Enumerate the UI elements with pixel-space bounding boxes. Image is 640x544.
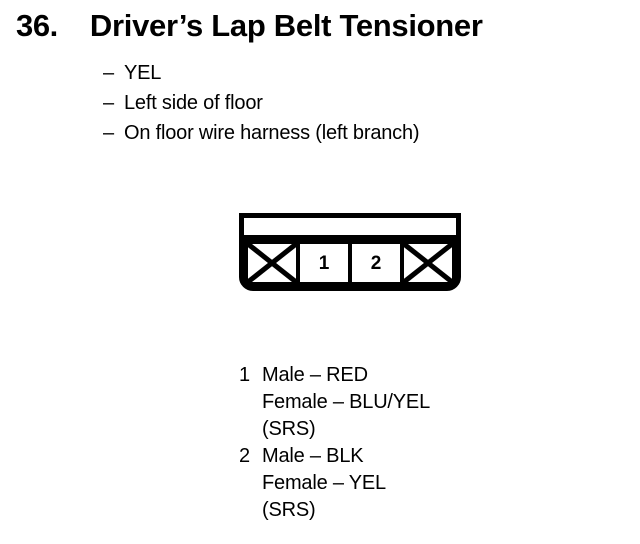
cavity-blocked-x-icon [248, 244, 296, 282]
spec-list: –YEL –Left side of floor –On floor wire … [103, 58, 420, 148]
connector-diagram: 1 2 [239, 213, 461, 291]
spec-text: Left side of floor [124, 92, 263, 114]
cavity-row: 1 2 [244, 240, 456, 286]
pin-number: 1 [239, 364, 251, 386]
cavity-number-label: 1 [318, 252, 330, 274]
spec-text: YEL [124, 62, 162, 84]
item-number: 36. [16, 8, 58, 43]
pin-legend: 1 Male – RED Female – BLU/YEL (SRS) 2 Ma… [239, 362, 430, 524]
cavity-terminal-1: 1 [296, 240, 352, 286]
dash-bullet-icon: – [103, 62, 114, 84]
spec-line: –Left side of floor [103, 88, 419, 118]
cavity-blocked-x-icon [404, 244, 452, 282]
cavity-blocked-left [244, 240, 300, 286]
pin-number: 2 [239, 445, 251, 467]
spec-text: On floor wire harness (left branch) [124, 122, 420, 144]
pin-line-note: (SRS) [262, 418, 316, 440]
spec-line: –YEL [103, 58, 419, 88]
pin-line-male: Male – BLK [262, 445, 364, 467]
cavity-number-label: 2 [370, 252, 382, 274]
dash-bullet-icon: – [103, 92, 114, 114]
dash-bullet-icon: – [103, 122, 114, 144]
cavity-terminal-2: 2 [348, 240, 404, 286]
pin-line-male: Male – RED [262, 364, 368, 386]
page-title: 36. Driver’s Lap Belt Tensioner [16, 8, 483, 44]
pin-line-note: (SRS) [262, 499, 316, 521]
connector-top-strip [244, 218, 456, 235]
spec-line: –On floor wire harness (left branch) [103, 118, 420, 148]
cavity-blocked-right [400, 240, 456, 286]
title-text: Driver’s Lap Belt Tensioner [89, 8, 483, 43]
pin-line-female: Female – BLU/YEL [262, 391, 430, 413]
connector-divider [244, 235, 456, 240]
pin-entry: 1 Male – RED Female – BLU/YEL (SRS) [239, 362, 430, 443]
pin-entry: 2 Male – BLK Female – YEL (SRS) [239, 443, 430, 524]
pin-line-female: Female – YEL [262, 472, 386, 494]
